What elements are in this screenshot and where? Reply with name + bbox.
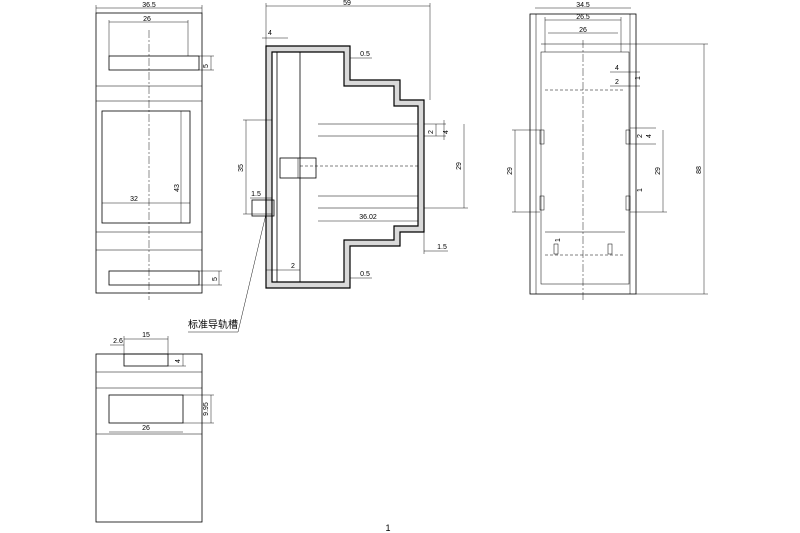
right-clip-mark: [625, 129, 631, 145]
dim-front-window-width: 32: [130, 196, 138, 203]
dim-bottom-window-width: 26: [142, 425, 150, 432]
right-clip-mark: [553, 243, 559, 255]
dim-right-tab-1: 1: [635, 76, 642, 80]
dim-side-inner-depth: 36.02: [359, 214, 377, 221]
dim-front-bottom-slot-height: 5: [212, 277, 219, 281]
dim-side-height-35: 35: [238, 164, 245, 172]
dim-bottom-edge: 2.6: [113, 338, 123, 345]
dim-bottom-slot-height: 4: [175, 359, 182, 363]
dim-side-rail-lip: 4: [268, 30, 272, 37]
dim-right-total-height: 88: [696, 166, 703, 174]
dim-right-tab-2: 2: [615, 79, 619, 86]
dim-front-top-window: 26: [143, 16, 151, 23]
right-clip-mark: [539, 129, 545, 145]
side-section-view: 59 4 0.5 35 2 4 29 1.5 36.02 2 1.5: [188, 0, 468, 333]
bottom-view-outline: [95, 353, 203, 523]
annotation-standard-rail-groove: 标准导轨槽: [188, 318, 238, 331]
dim-side-wall-top: 0.5: [360, 51, 370, 58]
dim-bottom-window-height: 9.95: [203, 402, 210, 416]
dim-front-top-window-height: 5: [203, 64, 210, 68]
dim-right-tab-4: 4: [615, 65, 619, 72]
dim-right-right-29: 29: [655, 167, 662, 175]
dim-right-mid-width: 26.5: [576, 14, 590, 21]
dim-side-rail-offset: 1.5: [251, 191, 261, 198]
page-number: 1: [385, 523, 390, 533]
dim-side-wall-bottom: 0.5: [360, 271, 370, 278]
dim-side-clip-large: 4: [443, 130, 450, 134]
dim-right-outer-width: 34.5: [576, 2, 590, 9]
front-view-top-window: [108, 55, 200, 71]
front-view-display-window: [101, 110, 191, 224]
dim-front-width: 36.5: [142, 2, 156, 9]
annotation-leader: [188, 213, 267, 333]
dim-side-front-wall: 1.5: [437, 244, 447, 251]
dim-front-window-height: 43: [174, 184, 181, 192]
side-rail-slot: [251, 199, 275, 217]
dim-right-inner-width: 26: [579, 27, 587, 34]
dim-side-inner-29: 29: [456, 162, 463, 170]
dim-side-clip-small: 2: [428, 130, 435, 134]
dim-right-low-1: 1: [555, 238, 562, 242]
dim-right-low-1b: 1: [637, 188, 644, 192]
right-clip-mark: [607, 243, 613, 255]
bottom-view-window: [108, 394, 184, 424]
dim-right-left-29: 29: [507, 167, 514, 175]
bottom-view-slot: [123, 353, 169, 367]
dim-right-clip-4: 4: [646, 134, 653, 138]
dim-bottom-slot-width: 15: [142, 332, 150, 339]
front-view-bottom-slot: [108, 270, 200, 286]
dim-side-depth: 59: [343, 0, 351, 7]
right-view: 34.5 26.5 26 4 2 1 2 4 29 29 88 1: [507, 2, 708, 300]
front-view: 36.5 26 5 32 43 5: [95, 2, 222, 300]
side-section-wall: [265, 45, 425, 289]
right-clip-mark: [625, 195, 631, 211]
right-view-inner: [540, 51, 630, 285]
bottom-view: 2.6 15 4 9.95 26: [95, 332, 214, 523]
dim-right-clip-2: 2: [637, 134, 644, 138]
right-clip-mark: [539, 195, 545, 211]
dim-side-base-wall: 2: [291, 263, 295, 270]
